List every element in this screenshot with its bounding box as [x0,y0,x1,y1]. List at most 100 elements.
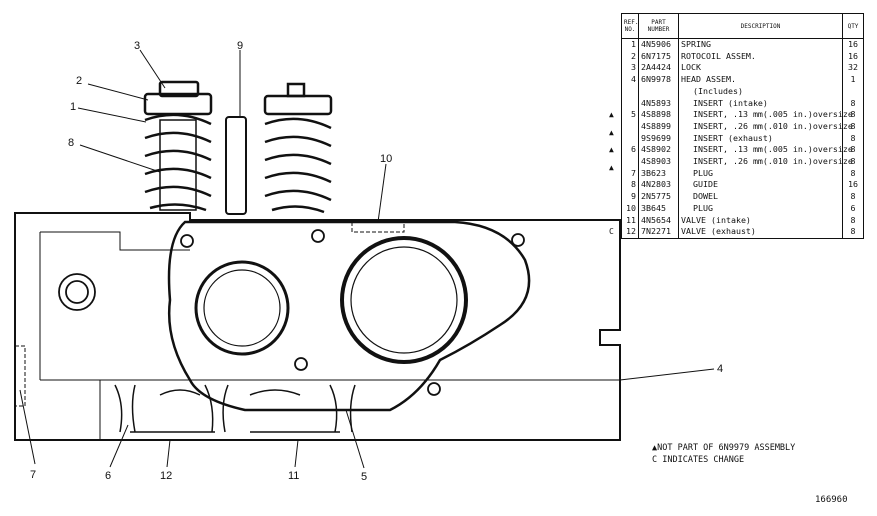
ref-cell-text: 7 [631,167,636,178]
part-number-cell: 4S8898 [638,109,679,121]
description-cell-text: HEAD ASSEM. [681,74,736,85]
qty-cell-text: 16 [848,50,858,61]
description-cell: VALVE (exhaust) [678,226,843,239]
intake-port [194,260,290,356]
description-cell-text: GUIDE [693,179,718,190]
row-mark: C [609,227,614,237]
ref-cell-text: 12 [626,226,636,237]
ref-cell [621,97,639,110]
description-cell-text: LOCK [681,62,701,73]
part-number-cell: 2A4424 [638,62,679,75]
ref-cell-text: 10 [626,202,636,213]
ref-cell-text: 6 [631,144,636,155]
ref-cell [621,85,639,98]
description-cell-text: INSERT (exhaust) [693,132,773,143]
header-description: DESCRIPTION [678,13,843,39]
qty-cell-text: 8 [850,97,856,108]
ref-cell: 9 [621,191,639,203]
qty-cell: 16 [842,179,864,192]
qty-cell-text: 8 [850,167,856,178]
qty-cell-text: 8 [850,191,856,202]
notes: ▲NOT PART OF 6N9979 ASSEMBLY C INDICATES… [652,442,795,466]
table-row: 7 3B623 PLUG 8 [621,167,864,180]
callout-6: 6 [105,470,111,482]
qty-cell-text: 8 [850,132,856,143]
qty-cell: 8 [842,109,864,121]
ref-cell: 10 [621,202,639,215]
part-number-cell: 3B645 [638,202,679,215]
qty-cell-text: 16 [848,39,858,49]
part-number-cell: 4S8899 [638,120,679,133]
part-number-cell: 4N5654 [638,214,679,227]
description-cell: PLUG [678,167,843,180]
part-number-cell-text: 4N5906 [641,39,671,49]
head-assembly [14,212,621,441]
part-number-cell-text: 6N7175 [641,50,671,61]
ref-cell-text: 11 [626,214,636,225]
part-number-cell: 2N5775 [638,191,679,203]
ref-cell: 11 [621,214,639,227]
ref-cell: 4 [621,74,639,86]
qty-cell-text: 8 [850,144,856,155]
table-row: (Includes) [621,85,864,98]
qty-cell: 1 [842,74,864,86]
qty-cell-text: 16 [848,179,858,190]
description-cell: SPRING [678,38,843,51]
description-cell-text: INSERT, .26 mm(.010 in.)oversize [693,120,853,131]
qty-cell-text: 6 [850,202,856,213]
description-cell: LOCK [678,62,843,75]
ref-cell [621,132,639,145]
ref-cell-text: 3 [631,62,636,73]
part-number-cell-text: 9S9699 [641,132,671,143]
ref-cell: 1 [621,38,639,51]
qty-cell: 16 [842,38,864,51]
qty-cell-text: 8 [850,120,856,131]
callout-11: 11 [288,470,299,482]
description-cell: GUIDE [678,179,843,192]
ref-cell-text: 5 [631,109,636,120]
ref-cell: 8 [621,179,639,192]
part-number-cell-text: 2N5775 [641,191,671,202]
qty-cell: 8 [842,144,864,157]
ref-cell: ▲ [609,156,639,172]
ref-cell-text: 1 [631,39,636,49]
figure-number: 166960 [815,495,848,505]
header-part-number: PART NUMBER [638,13,679,39]
qty-cell-text: 32 [848,62,858,73]
description-cell: INSERT (exhaust) [678,132,843,145]
part-number-cell: 6N7175 [638,50,679,63]
part-number-cell-text: 4S8898 [641,109,671,120]
description-cell: INSERT, .13 mm(.005 in.)oversize [678,144,853,157]
description-cell-text: (Includes) [693,85,743,96]
qty-cell: 8 [842,120,864,133]
description-cell-text: SPRING [681,39,711,49]
description-cell: PLUG [678,202,843,215]
description-cell-text: INSERT, .13 mm(.005 in.)oversize [693,144,853,155]
qty-cell: 16 [842,50,864,63]
part-number-cell: 6N9978 [638,74,679,86]
description-cell: HEAD ASSEM. [678,74,843,86]
part-number-cell-text: 6N9978 [641,74,671,85]
callout-7: 7 [30,469,36,481]
ref-cell-text: 9 [631,191,636,202]
qty-cell-text: 8 [850,226,856,237]
qty-cell: 8 [842,167,864,180]
callout-12: 12 [160,470,172,482]
description-cell-text: PLUG [693,202,713,213]
qty-cell: 8 [842,191,864,203]
ref-cell: ▲ [609,120,639,137]
part-number-cell-text: 3B623 [641,167,666,178]
part-number-cell: 4N5893 [638,97,679,110]
part-number-cell: 3B623 [638,167,679,180]
part-number-cell-text: 4N2803 [641,179,671,190]
table-row: 9S9699 INSERT (exhaust) 8 [621,132,864,145]
